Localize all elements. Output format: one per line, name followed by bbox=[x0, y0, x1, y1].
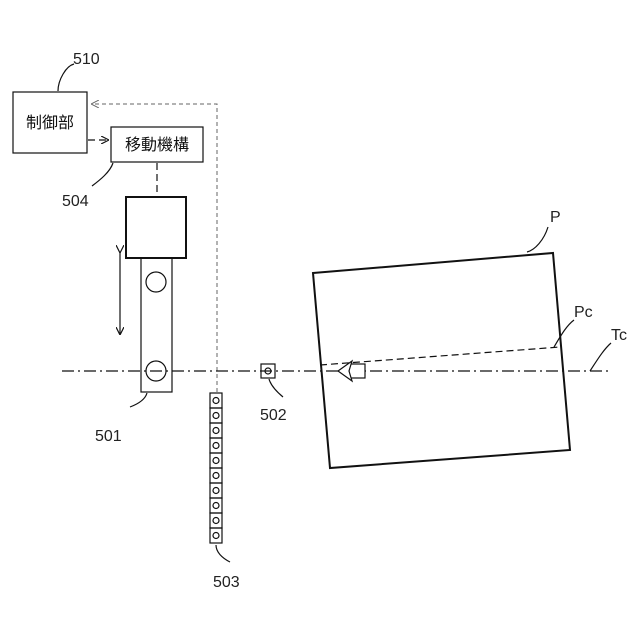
plate-ref: P bbox=[550, 209, 561, 226]
sensor-array bbox=[210, 393, 222, 543]
marker-box bbox=[349, 364, 365, 378]
controller-label: 制御部 bbox=[26, 113, 74, 132]
array-cell-lens bbox=[213, 503, 219, 509]
array-ref: 503 bbox=[213, 574, 240, 591]
array-cell bbox=[210, 483, 222, 498]
array-cell-lens bbox=[213, 533, 219, 539]
mechanism-label: 移動機構 bbox=[125, 135, 189, 154]
mechanism-block: 移動機構 bbox=[111, 127, 203, 162]
sensor-ref: 502 bbox=[260, 407, 287, 424]
track-center-leader bbox=[590, 343, 611, 371]
controller-block: 制御部 bbox=[13, 92, 87, 153]
array-cell-lens bbox=[213, 443, 219, 449]
array-cell-lens bbox=[213, 473, 219, 479]
array-cell bbox=[210, 408, 222, 423]
direction-arrow-marker bbox=[338, 361, 365, 381]
array-leader bbox=[216, 545, 230, 562]
array-cell bbox=[210, 498, 222, 513]
array-cell bbox=[210, 513, 222, 528]
arm-assembly bbox=[126, 197, 186, 392]
plate-center-ref: Pc bbox=[574, 304, 593, 321]
arm-upper-hole bbox=[146, 272, 166, 292]
plate-leader bbox=[527, 227, 548, 252]
mechanism-leader bbox=[92, 163, 113, 186]
arm-head bbox=[126, 197, 186, 258]
array-cell bbox=[210, 423, 222, 438]
array-cell bbox=[210, 453, 222, 468]
array-cell-lens bbox=[213, 413, 219, 419]
controller-ref: 510 bbox=[73, 51, 100, 68]
arm-ref: 501 bbox=[95, 428, 122, 445]
mechanism-ref: 504 bbox=[62, 193, 89, 210]
array-cell-lens bbox=[213, 458, 219, 464]
array-cell-lens bbox=[213, 398, 219, 404]
sensor-leader bbox=[269, 379, 283, 397]
array-cell bbox=[210, 393, 222, 408]
array-cell-lens bbox=[213, 518, 219, 524]
plate-center-leader bbox=[554, 320, 574, 347]
array-cell bbox=[210, 438, 222, 453]
track-center-ref: Tc bbox=[611, 327, 627, 344]
array-cell bbox=[210, 468, 222, 483]
array-cell bbox=[210, 528, 222, 543]
plate-centerline bbox=[320, 347, 560, 365]
arm-leader bbox=[130, 393, 147, 407]
array-cell-lens bbox=[213, 428, 219, 434]
plate bbox=[313, 253, 570, 468]
controller-leader bbox=[58, 64, 74, 91]
array-cell-lens bbox=[213, 488, 219, 494]
